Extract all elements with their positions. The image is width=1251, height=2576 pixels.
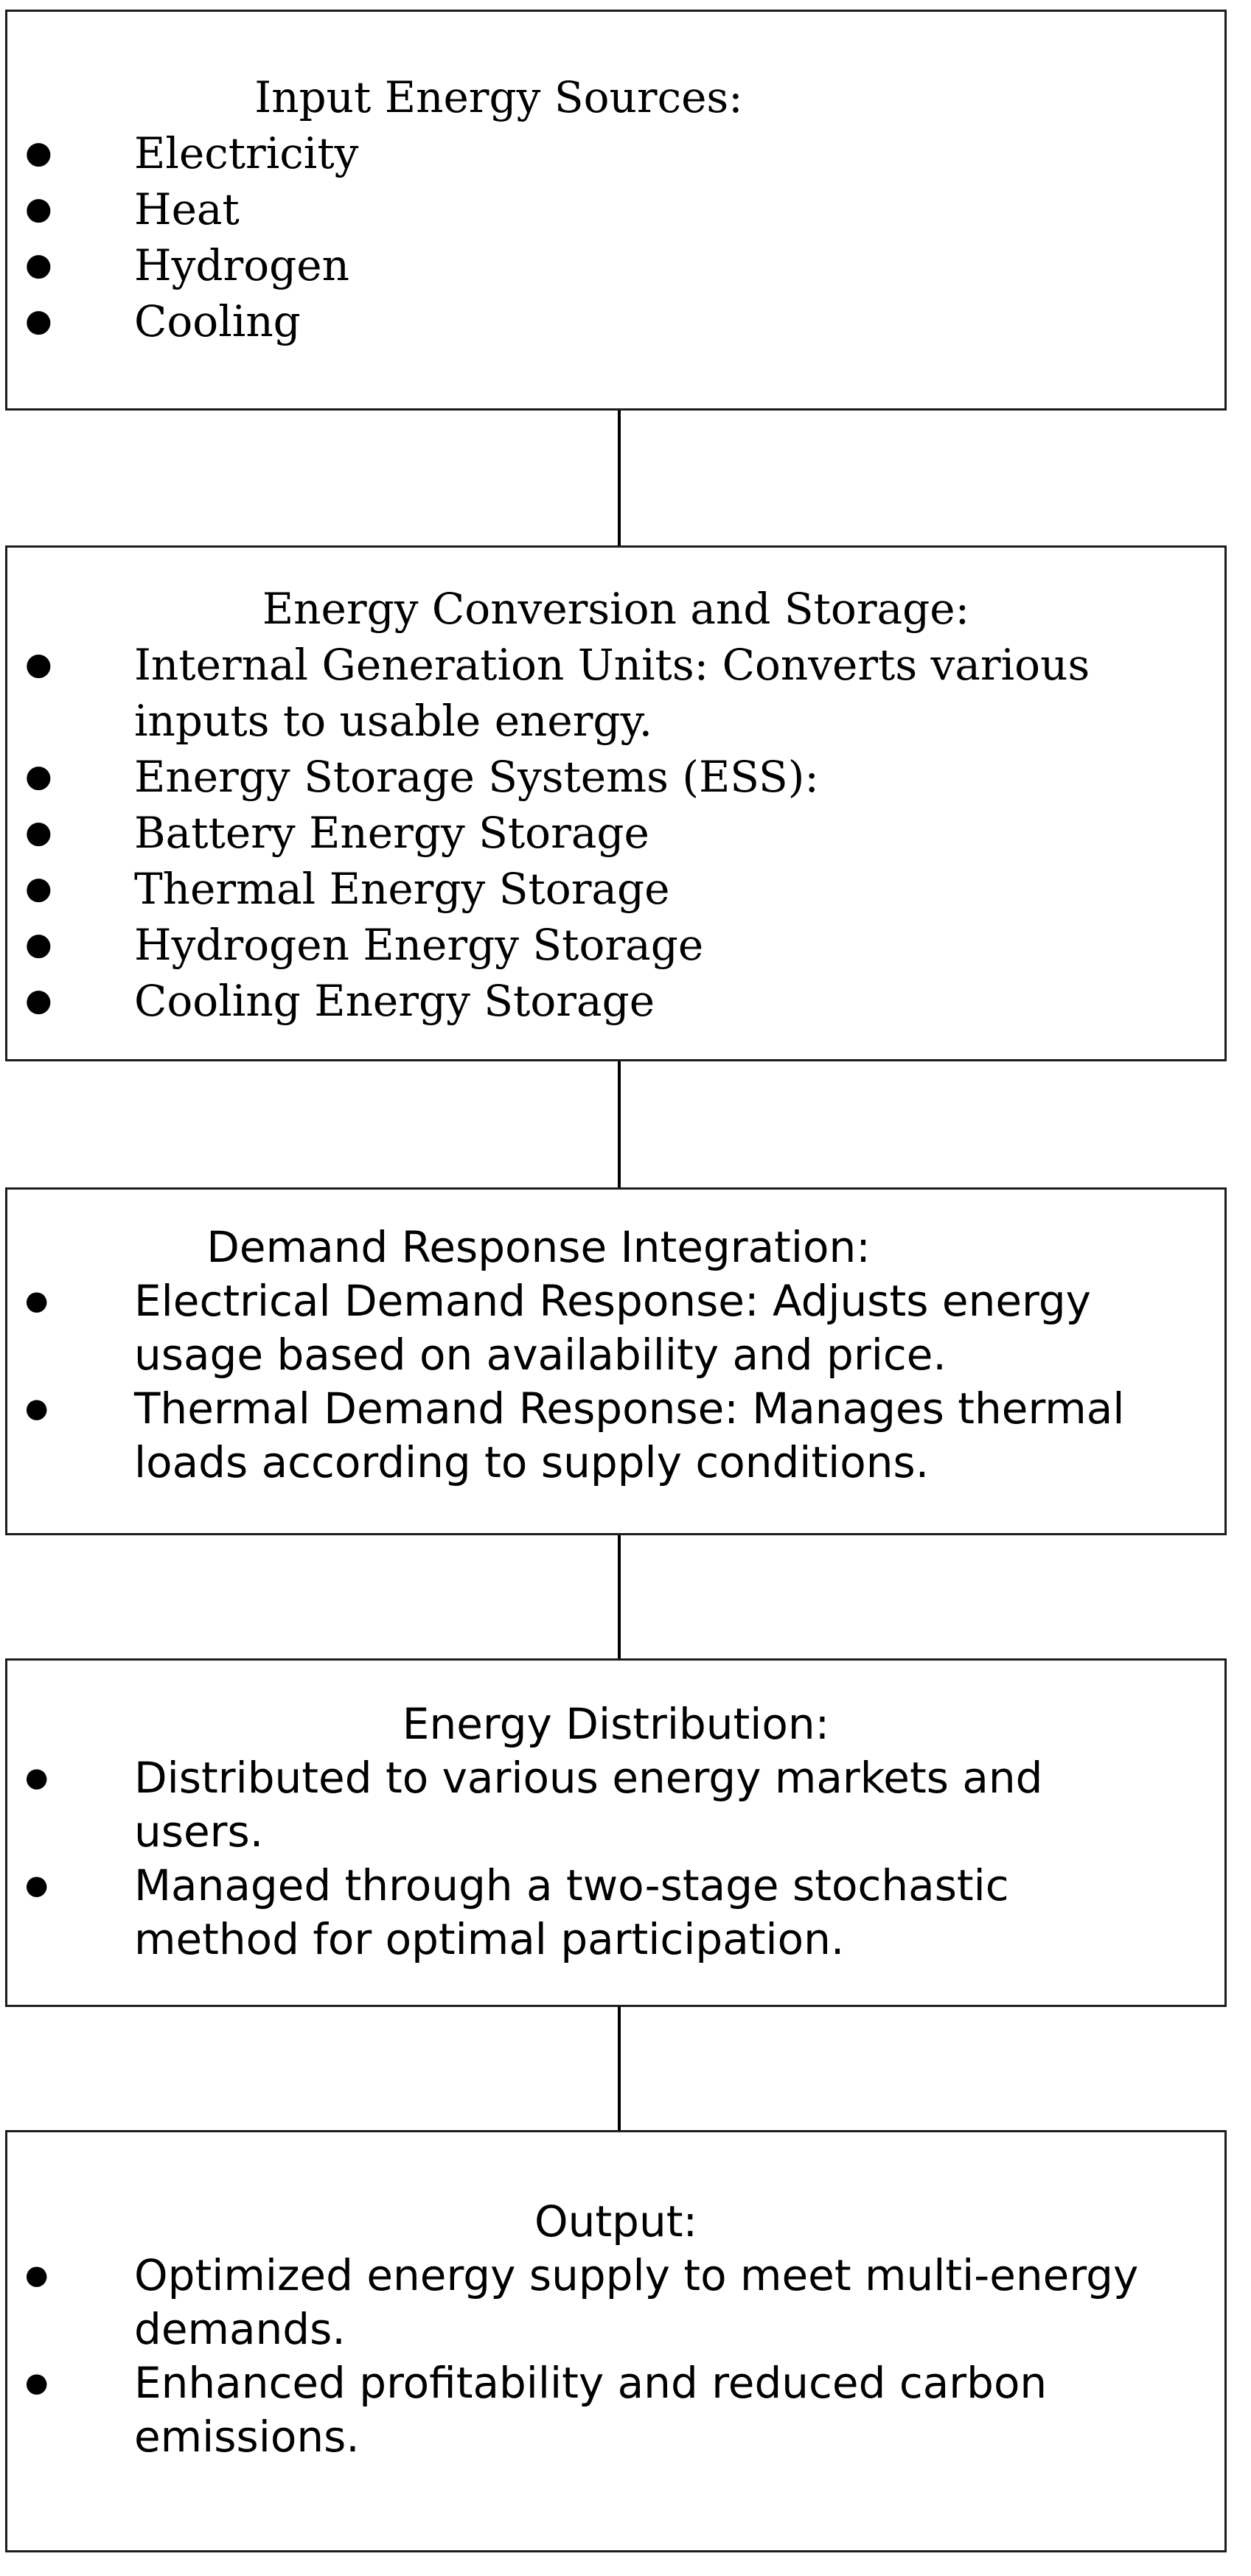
list-item-continuation: demands. [7,2303,1224,2356]
list-item-text: Electrical Demand Response: Adjusts ener… [134,1276,1092,1326]
list-item: ● Cooling Energy Storage [7,973,1224,1029]
flow-box-energy-distribution: Energy Distribution: ● Distributed to va… [5,1658,1227,2007]
list-item: ● Hydrogen Energy Storage [7,917,1224,973]
list-item-text: Heat [134,184,240,234]
list-item-continuation: inputs to usable energy. [7,693,1224,749]
list-item-text: emissions. [134,2412,360,2462]
flow-box-demand-response-integration: Demand Response Integration: ● Electrica… [5,1187,1227,1535]
bullet-icon: ● [25,814,52,851]
box-title: Output: [534,2196,697,2247]
list-item-text: Optimized energy supply to meet multi-en… [134,2250,1139,2300]
list-item-text: users. [134,1807,264,1857]
list-item: ● Electricity [7,125,1224,181]
list-item: ● Electrical Demand Response: Adjusts en… [7,1274,1224,1328]
bullet-icon: ● [25,246,52,283]
bullet-icon: ● [25,758,52,795]
flow-box-energy-conversion-and-storage: Energy Conversion and Storage: ● Interna… [5,545,1227,1061]
list-item-text: loads according to supply conditions. [134,1437,930,1487]
list-item-text: method for optimal participation. [134,1914,845,1964]
list-item-continuation: loads according to supply conditions. [7,1436,1224,1490]
list-item-continuation: usage based on availability and price. [7,1328,1224,1382]
box-title: Energy Conversion and Storage: [262,584,970,634]
list-item: ● Hydrogen [7,237,1224,293]
list-item: ● Heat [7,181,1224,237]
list-item: ● Internal Generation Units: Converts va… [7,637,1224,693]
list-item-text: Distributed to various energy markets an… [134,1753,1043,1803]
bullet-icon: ● [25,926,52,963]
list-item-text: inputs to usable energy. [134,696,653,746]
box-title: Demand Response Integration: [206,1222,871,1272]
connector-line-4 [618,2007,621,2132]
bullet-icon: ● [25,1285,49,1316]
bullet-icon: ● [25,982,52,1019]
bullet-icon: ● [25,134,52,171]
list-item-text: Battery Energy Storage [134,808,649,858]
list-item-continuation: method for optimal participation. [7,1913,1224,1966]
list-item-text: demands. [134,2304,346,2354]
box-title: Energy Distribution: [402,1699,830,1749]
list-item-text: Thermal Demand Response: Manages thermal [134,1383,1125,1434]
list-item-text: Energy Storage Systems (ESS): [134,752,819,802]
list-item-text: Cooling Energy Storage [134,976,655,1026]
list-item: ● Enhanced profitability and reduced car… [7,2356,1224,2410]
list-item-continuation: users. [7,1805,1224,1859]
flow-box-input-energy-sources: Input Energy Sources: ● Electricity ● He… [5,10,1227,411]
list-item-text: Cooling [134,296,301,346]
bullet-icon: ● [25,646,52,683]
list-item-text: Thermal Energy Storage [134,864,670,914]
list-item: ● Distributed to various energy markets … [7,1751,1224,1805]
flow-box-output: Output: ● Optimized energy supply to mee… [5,2130,1227,2552]
bullet-icon: ● [25,2259,49,2290]
bullet-icon: ● [25,190,52,227]
list-item-text: Hydrogen [134,240,349,290]
bullet-icon: ● [25,1869,49,1900]
bullet-icon: ● [25,1392,49,1423]
list-item-text: Enhanced profitability and reduced carbo… [134,2358,1048,2408]
list-item-text: Electricity [134,128,359,178]
bullet-icon: ● [25,870,52,907]
box-title: Input Energy Sources: [254,72,743,122]
list-item-text: Hydrogen Energy Storage [134,920,704,970]
bullet-icon: ● [25,302,52,339]
list-item: ● Managed through a two-stage stochastic [7,1859,1224,1913]
list-item: ● Thermal Energy Storage [7,861,1224,917]
connector-line-2 [618,1061,621,1190]
list-item-text: usage based on availability and price. [134,1330,947,1380]
connector-line-1 [618,411,621,548]
list-item-text: Managed through a two-stage stochastic [134,1860,1009,1910]
list-item-text: Internal Generation Units: Converts vari… [134,640,1090,690]
list-item: ● Battery Energy Storage [7,805,1224,861]
connector-line-3 [618,1535,621,1661]
bullet-icon: ● [25,2367,49,2398]
list-item: ● Energy Storage Systems (ESS): [7,749,1224,805]
list-item: ● Cooling [7,293,1224,349]
list-item: ● Thermal Demand Response: Manages therm… [7,1382,1224,1436]
bullet-icon: ● [25,1762,49,1793]
list-item-continuation: emissions. [7,2410,1224,2464]
list-item: ● Optimized energy supply to meet multi-… [7,2249,1224,2303]
